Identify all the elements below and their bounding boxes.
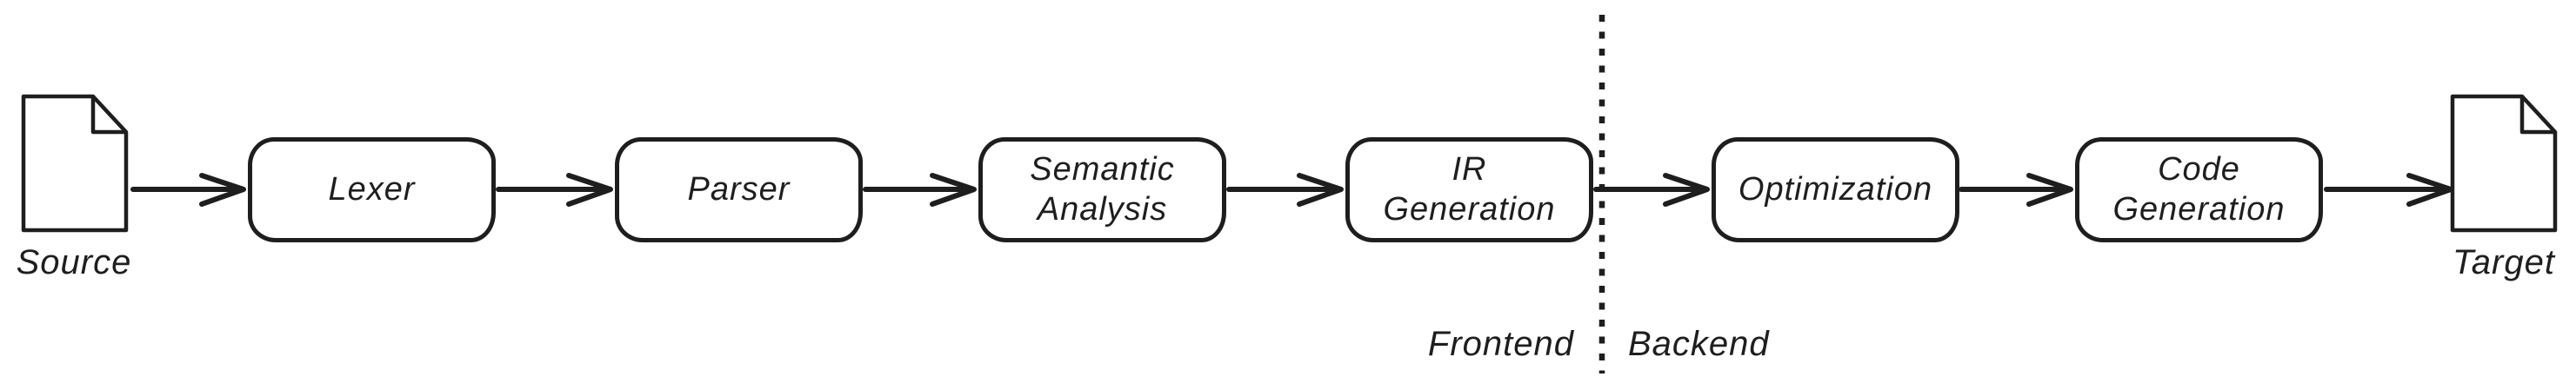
arrow-right-icon-parser-to-semantic [863, 173, 977, 207]
arrow-right-icon-ir-to-optimization [1593, 173, 1710, 207]
arrow-right-icon-codegen-to-target [2324, 173, 2453, 207]
stage-label-parser: Parser [687, 170, 791, 208]
source-label: Source [16, 243, 132, 281]
stage-lexer: Lexer [248, 137, 496, 242]
target-label: Target [2453, 243, 2555, 281]
arrow-right-icon-optimization-to-codegen [1959, 173, 2073, 207]
arrow-right-icon-source-to-lexer [130, 173, 246, 207]
frontend-zone-label: Frontend [1427, 325, 1574, 363]
stage-label-optimization: Optimization [1738, 170, 1933, 208]
stage-label-ir-generation: IR Generation [1383, 150, 1556, 228]
arrow-right-icon-semantic-to-ir [1226, 173, 1344, 207]
stage-label-semantic-analysis: Semantic Analysis [1030, 150, 1175, 228]
arrow-right-icon-lexer-to-parser [496, 173, 613, 207]
stage-optimization: Optimization [1712, 137, 1959, 242]
backend-zone-label: Backend [1628, 325, 1770, 363]
document-icon [21, 94, 129, 233]
stage-ir-generation: IR Generation [1345, 137, 1593, 242]
document-icon [2450, 94, 2558, 233]
stage-code-generation: Code Generation [2075, 137, 2323, 242]
stage-label-code-generation: Code Generation [2112, 150, 2286, 228]
stage-label-lexer: Lexer [328, 170, 416, 208]
stage-parser: Parser [615, 137, 863, 242]
stage-semantic-analysis: Semantic Analysis [978, 137, 1226, 242]
